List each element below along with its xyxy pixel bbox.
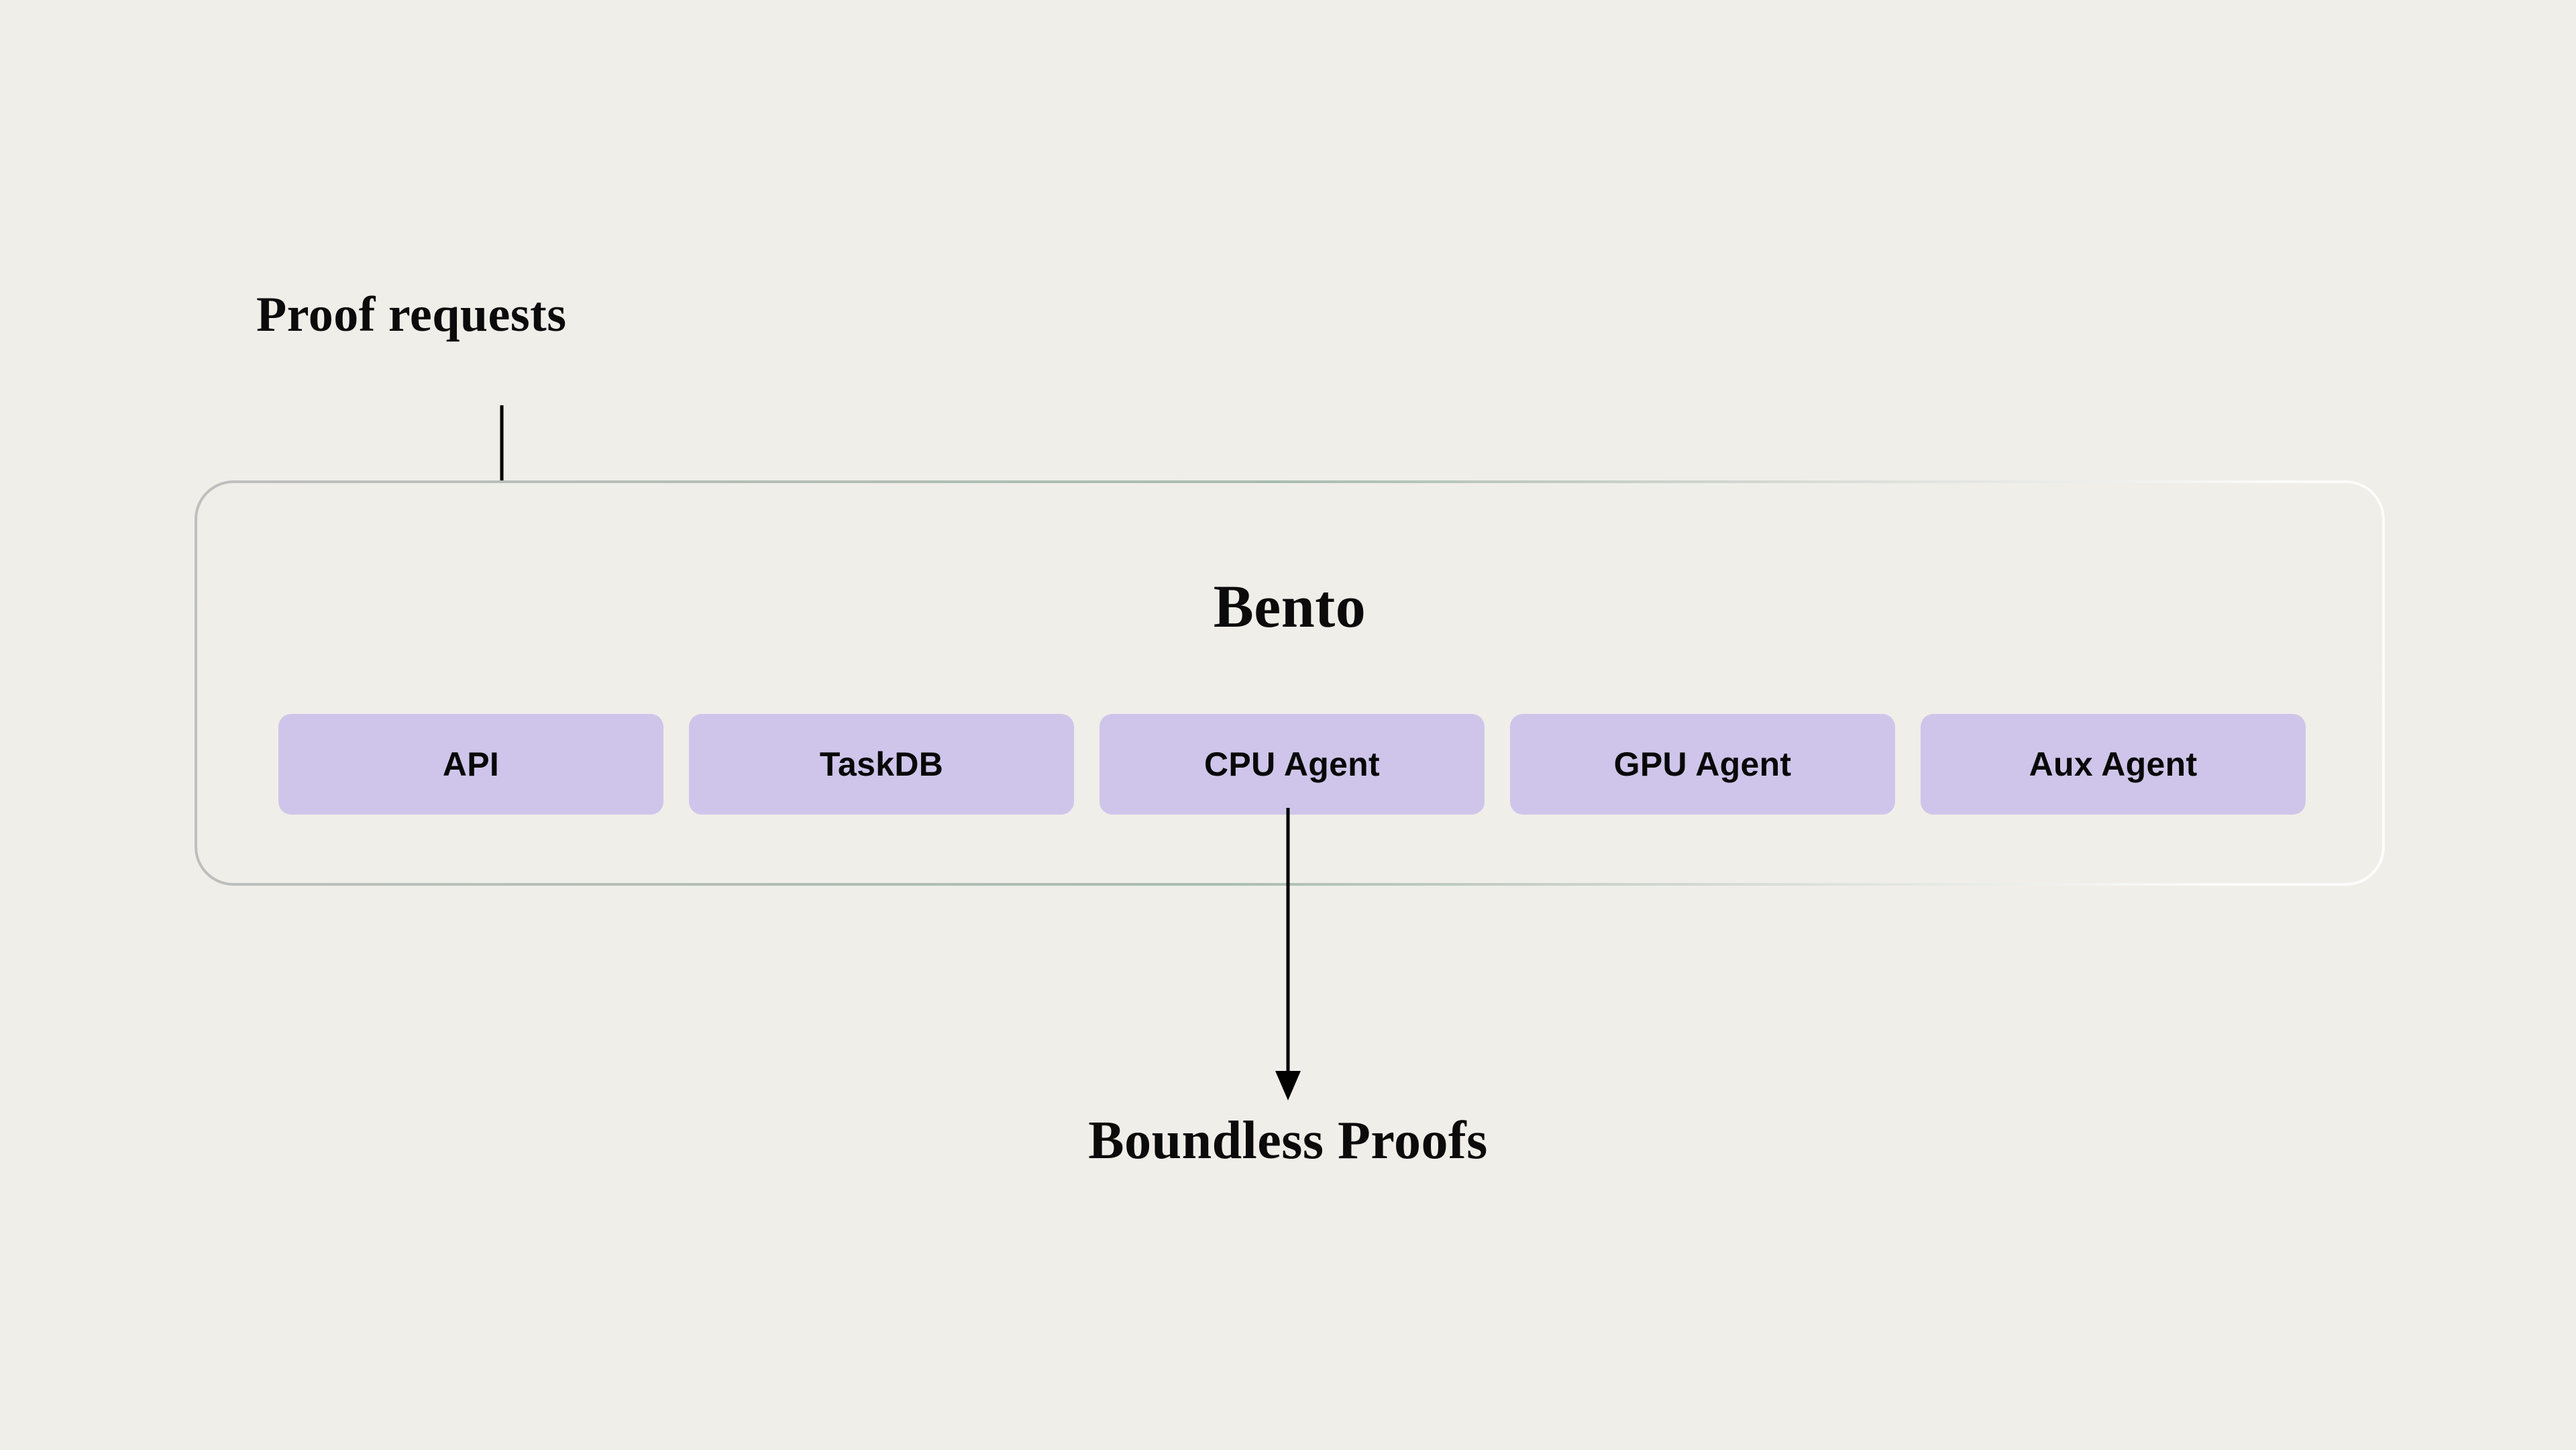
component-box-cpu-agent[interactable]: CPU Agent xyxy=(1099,714,1485,815)
component-box-gpu-agent[interactable]: GPU Agent xyxy=(1510,714,1895,815)
component-label: TaskDB xyxy=(819,745,944,783)
proof-requests-label: Proof requests xyxy=(256,287,567,342)
bento-title: Bento xyxy=(1213,574,1366,640)
arrow-cpu-agent-to-boundless-proofs xyxy=(1275,808,1301,1100)
component-label: CPU Agent xyxy=(1204,745,1380,783)
component-box-api[interactable]: API xyxy=(278,714,663,815)
component-row: API TaskDB CPU Agent GPU Agent Aux Agent xyxy=(278,714,2306,815)
component-label: Aux Agent xyxy=(2029,745,2198,783)
component-box-taskdb[interactable]: TaskDB xyxy=(689,714,1074,815)
component-label: API xyxy=(442,745,500,783)
arrow-head xyxy=(1275,1071,1301,1100)
component-label: GPU Agent xyxy=(1613,745,1792,783)
boundless-proofs-label: Boundless Proofs xyxy=(1088,1111,1488,1170)
component-box-aux-agent[interactable]: Aux Agent xyxy=(1921,714,2306,815)
